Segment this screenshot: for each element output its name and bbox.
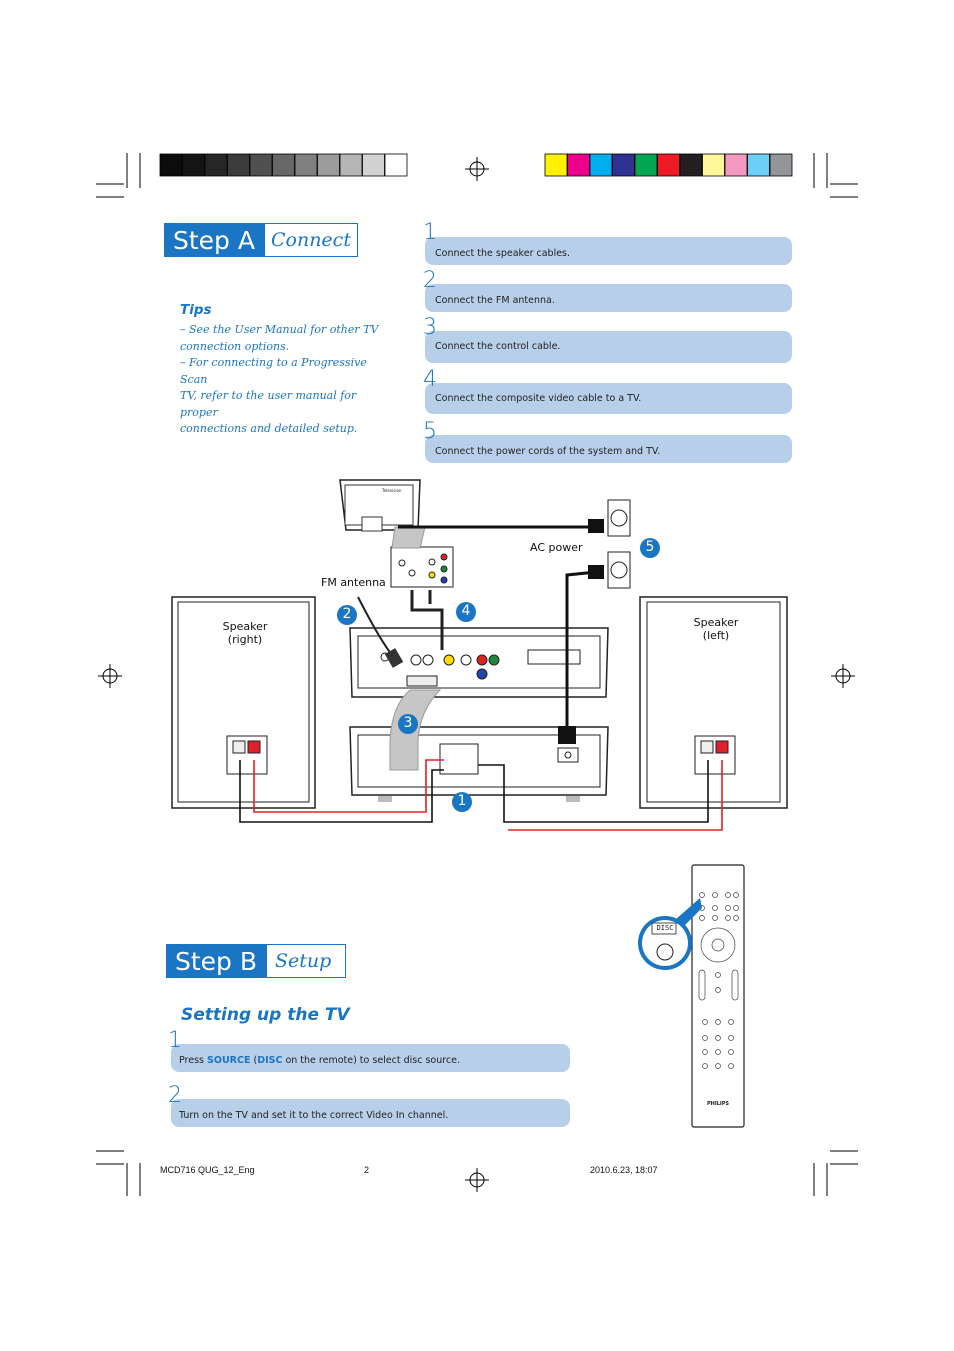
- color-swatch: [769, 153, 793, 177]
- setting-up-title: Setting up the TV: [181, 1005, 350, 1025]
- step-number: 1: [423, 220, 437, 245]
- step-b-label: Step B: [166, 944, 267, 978]
- color-swatch: [567, 153, 590, 177]
- step-number: 5: [423, 419, 437, 444]
- tips-line: – See the User Manual for other TV: [180, 323, 379, 336]
- tips-line: connections and detailed setup.: [180, 422, 358, 435]
- speaker-left-label-line2: (left): [702, 629, 730, 642]
- color-swatch: [272, 153, 295, 177]
- color-swatch: [544, 153, 568, 177]
- callout-1: 1: [457, 793, 467, 809]
- color-swatch: [702, 153, 725, 177]
- instruction-text: Turn on the TV and set it to the correct…: [179, 1110, 449, 1121]
- color-swatch: [362, 153, 385, 177]
- callout-5: 5: [645, 539, 655, 555]
- tips-line: – For connecting to a Progressive Scan: [180, 356, 367, 386]
- instruction-bar: Connect the FM antenna.: [425, 284, 792, 312]
- step-a-label: Step A: [164, 223, 264, 257]
- remote-brand: PHILIPS: [706, 1101, 730, 1107]
- instruction-text: Connect the speaker cables.: [435, 248, 571, 259]
- remote-illustration: [638, 864, 745, 1128]
- step-number: 2: [423, 268, 437, 293]
- footer-file: MCD716 QUG_12_Eng: [160, 1165, 255, 1175]
- color-swatch: [384, 153, 408, 177]
- color-swatch: [612, 153, 635, 177]
- instruction-text: Connect the composite video cable to a T…: [435, 393, 642, 404]
- step-a-title: Connect: [263, 223, 358, 257]
- tv-connector-panel: [390, 546, 454, 588]
- callout-3: 3: [403, 715, 413, 731]
- instruction-text: Connect the FM antenna.: [435, 295, 555, 306]
- speaker-right-label-line2: (right): [227, 633, 263, 646]
- svg-text:Television: Television: [381, 488, 402, 493]
- tv-icon: Television: [339, 479, 421, 532]
- step-b-title: Setup: [266, 944, 347, 978]
- color-swatch: [204, 153, 228, 177]
- speaker-left: [639, 596, 788, 809]
- color-swatch: [339, 153, 363, 177]
- color-swatch: [317, 153, 340, 177]
- callout-4: 4: [461, 603, 471, 619]
- instruction-bar: Connect the power cords of the system an…: [425, 435, 792, 463]
- color-swatch: [227, 153, 250, 177]
- color-swatch: [589, 153, 613, 177]
- speaker-left-label-line1: Speaker: [693, 616, 739, 629]
- color-swatch: [182, 153, 205, 177]
- instruction-text: Connect the control cable.: [435, 341, 561, 352]
- remote-disc-button-label: DISC: [656, 924, 674, 932]
- main-unit: [349, 627, 609, 698]
- instruction-text-part: (: [250, 1055, 258, 1066]
- instruction-text: Press SOURCE (DISC on the remote) to sel…: [179, 1055, 460, 1066]
- ac-power-label: AC power: [530, 541, 583, 554]
- step-number: 2: [168, 1083, 182, 1108]
- source-keyword: SOURCE: [207, 1055, 251, 1066]
- tips-box: Tips – See the User Manual for other TV …: [180, 302, 395, 438]
- step-number: 3: [423, 315, 437, 340]
- step-number: 4: [423, 367, 437, 392]
- speaker-right-label: Speaker (right): [205, 620, 285, 646]
- speaker-right: [171, 596, 316, 809]
- instruction-text-part: Press: [179, 1055, 208, 1066]
- color-swatch: [657, 153, 680, 177]
- callout-2: 2: [342, 606, 352, 622]
- step-number: 1: [168, 1028, 182, 1053]
- tips-line: TV, refer to the user manual for proper: [180, 389, 357, 419]
- instruction-bar: Turn on the TV and set it to the correct…: [171, 1099, 570, 1127]
- step-a-header: Step A Connect: [164, 223, 358, 257]
- tips-title: Tips: [180, 302, 212, 318]
- color-swatch: [634, 153, 658, 177]
- footer-page: 2: [364, 1165, 370, 1175]
- color-swatch: [294, 153, 318, 177]
- instruction-text: Connect the power cords of the system an…: [435, 446, 661, 457]
- footer-date: 2010.6.23, 18:07: [590, 1165, 658, 1175]
- color-swatch: [249, 153, 273, 177]
- fm-antenna-label: FM antenna: [321, 576, 386, 589]
- color-swatch: [747, 153, 770, 177]
- speaker-right-label-line1: Speaker: [222, 620, 268, 633]
- instruction-bar: Connect the composite video cable to a T…: [425, 383, 792, 414]
- color-swatch: [159, 153, 183, 177]
- step-b-header: Step B Setup: [166, 944, 347, 978]
- color-swatch: [679, 153, 703, 177]
- disc-keyword: DISC: [257, 1055, 283, 1066]
- tips-line: connection options.: [180, 339, 290, 353]
- instruction-bar: Press SOURCE (DISC on the remote) to sel…: [171, 1044, 570, 1072]
- instruction-bar: Connect the speaker cables.: [425, 237, 792, 265]
- color-swatch: [724, 153, 748, 177]
- instruction-bar: Connect the control cable.: [425, 331, 792, 363]
- speaker-left-label: Speaker (left): [676, 616, 756, 642]
- instruction-text-part: on the remote) to select disc source.: [282, 1055, 461, 1066]
